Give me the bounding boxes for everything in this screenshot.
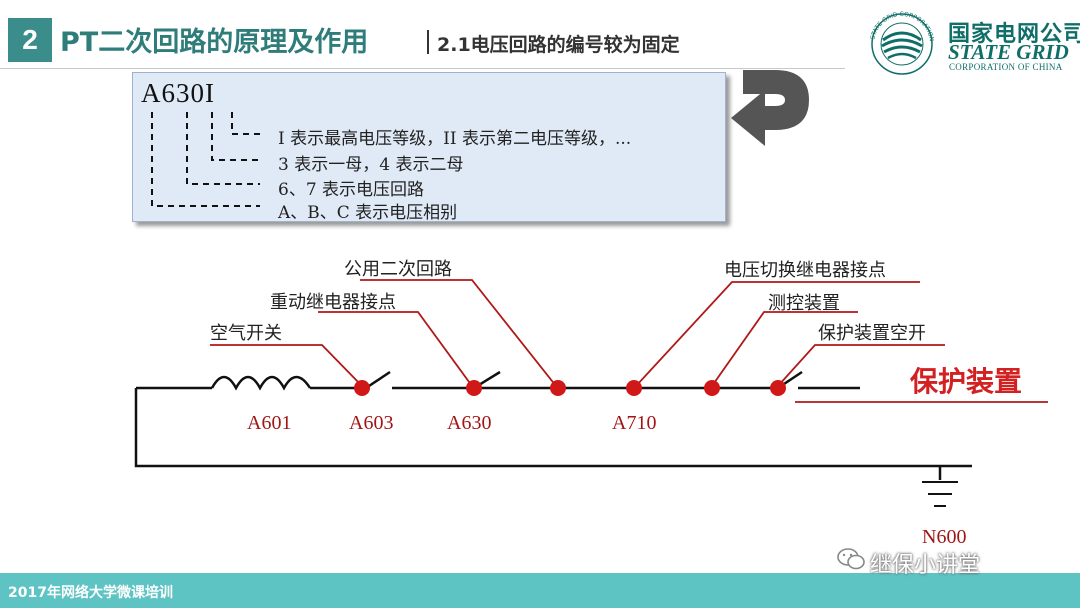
state-grid-logo-emblem: STATE GRID CORPORATION OF CHINA [860, 8, 935, 75]
voltage-circuit-diagram [134, 279, 1048, 507]
label-voltage-switching: 电压切换继电器接点 [724, 260, 886, 281]
leader-measurement [711, 311, 858, 387]
code-label-a601: A601 [247, 412, 292, 434]
leader-common-secondary [360, 279, 557, 387]
watermark-text: 继保小讲堂 [870, 553, 981, 578]
code-example: A630I [141, 78, 215, 108]
node-a603 [354, 380, 370, 396]
code-dashed-brackets [151, 112, 260, 207]
code-line-bus: 3 表示一母，4 表示二母 [278, 155, 464, 175]
code-line-voltage-level: I 表示最高电压等级，II 表示第二电压等级，... [278, 129, 632, 149]
node-a630 [466, 380, 482, 396]
logo-english-subname: CORPORATION OF CHINA [949, 62, 1063, 72]
leader-protection-switch [777, 344, 945, 387]
label-protection-switch: 保护装置空开 [818, 323, 926, 344]
footer-text: 2017年网络大学微课培训 [8, 585, 173, 601]
logo-chinese-name: 国家电网公司 [948, 22, 1080, 47]
page-title: PT二次回路的原理及作用 [60, 27, 369, 58]
footer-bar [0, 573, 1080, 608]
return-wire [134, 388, 972, 468]
section-number-badge: 2 [8, 18, 52, 62]
title-separator [427, 30, 429, 54]
code-line-circuit: 6、7 表示电压回路 [278, 180, 425, 200]
label-reclosing-relay: 重动继电器接点 [270, 292, 396, 313]
label-air-switch: 空气开关 [210, 323, 282, 344]
node-a710 [626, 380, 642, 396]
wechat-icon [837, 548, 865, 570]
code-label-n600: N600 [922, 526, 967, 548]
code-line-phase: A、B、C 表示电压相别 [278, 203, 458, 223]
code-label-a710: A710 [612, 412, 657, 434]
ground-icon [922, 481, 958, 507]
leader-reclosing-relay [318, 311, 473, 387]
node-protection-switch [770, 380, 786, 396]
code-explanation-box [132, 72, 726, 222]
label-measurement: 测控装置 [768, 293, 840, 314]
label-common-secondary: 公用二次回路 [344, 259, 452, 280]
coil-icon [210, 375, 312, 391]
page-subtitle: 2.1电压回路的编号较为固定 [437, 34, 680, 56]
code-label-a630: A630 [447, 412, 492, 434]
protection-device-label: 保护装置 [910, 365, 1023, 398]
leader-air-switch [210, 344, 363, 387]
leader-voltage-switching [635, 281, 920, 387]
header-divider [0, 68, 845, 69]
curved-arrow-icon [731, 70, 809, 146]
node-measurement [704, 380, 720, 396]
logo-english-name: STATE GRID [948, 40, 1069, 64]
code-label-a603: A603 [349, 412, 394, 434]
node-common [550, 380, 566, 396]
